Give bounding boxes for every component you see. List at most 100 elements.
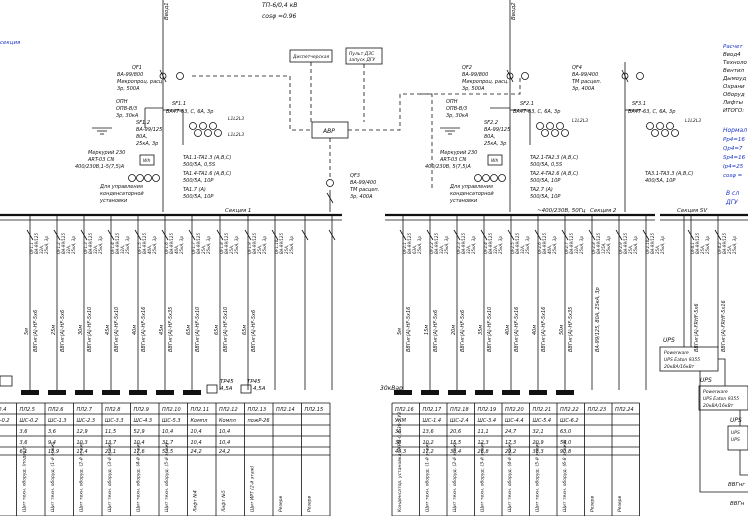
cable-length: 25м	[51, 325, 57, 335]
table-code: ПЛ2.15	[305, 407, 324, 413]
table-value: 20,6	[450, 429, 461, 435]
table-code: ПЛ2.11	[191, 407, 210, 413]
breaker-name: QF1.3	[83, 242, 88, 254]
breaker-type: ВА-99/125	[650, 233, 655, 254]
breaker-rating: 25кА, 3р	[660, 236, 665, 254]
breaker-amps: 32А,	[574, 245, 579, 254]
qf1-name: QF1	[132, 65, 142, 71]
breaker-name: QF2.9	[618, 242, 623, 254]
breaker-type: ВА-99/125	[224, 233, 229, 254]
load-terminal	[448, 390, 466, 395]
qf3-name: QF3	[350, 173, 360, 179]
cable-length: 30м	[78, 325, 84, 335]
calc-line: Лифты	[722, 100, 744, 106]
breaker-amps: 32А,	[39, 245, 44, 254]
table-value: 11,5	[105, 429, 116, 435]
load-terminal	[102, 390, 120, 395]
table-code: ПЛ2.18	[450, 407, 469, 413]
table-desc: Лифт №4	[193, 490, 199, 513]
meter2-name: Меркурий 230	[440, 150, 477, 156]
ups-line2-3: UPS	[731, 437, 740, 443]
load-terminal	[21, 390, 39, 395]
breaker-amps: 32А,	[493, 245, 498, 254]
table-value: 90,8	[560, 449, 571, 455]
section2-label: Секция 2	[590, 208, 617, 214]
table-code: ПЛ2.8	[105, 407, 120, 413]
breaker-contact	[134, 229, 142, 241]
table-value: 10,4	[219, 429, 230, 435]
load-terminal	[129, 390, 147, 395]
tp45-box-1	[206, 384, 218, 394]
cable-length: 45м	[159, 325, 165, 335]
table-desc: Щит техн. оборуд. (4-й этаж)	[136, 442, 142, 512]
load-terminal	[75, 390, 93, 395]
table-value: 63,0	[560, 429, 571, 435]
breaker-amps: 32А,	[439, 245, 444, 254]
ups-line1-2: Powerware	[703, 389, 728, 395]
table-value: 10,4	[162, 429, 173, 435]
table-desc: Щит техн. оборуд. (2-й этаж)	[79, 442, 85, 512]
qf3-type: ВА-99/400	[350, 180, 376, 186]
breaker-amps: 25А,	[700, 245, 705, 254]
breaker-amps: 32А,	[93, 245, 98, 254]
cable-type: ВВГнг(А)-HF-5х10	[114, 307, 120, 352]
ta2b-rating: 500/5А, 10P	[530, 178, 560, 184]
table-value: 6,1	[20, 449, 28, 455]
table-value: 36,4	[450, 449, 461, 455]
breaker-name: QF1.10	[274, 239, 279, 254]
load-terminal	[556, 390, 574, 395]
cable-type: ВВГнг(А)-HF-5х10	[195, 307, 201, 352]
cond2-line2: конденсаторной	[450, 191, 494, 197]
breaker-rating: 25кА, 3р	[498, 236, 503, 254]
load-terminal	[529, 390, 547, 395]
tp45-name-1: ТР45	[220, 379, 234, 385]
ups-line1-1: Powerware	[664, 350, 689, 356]
table-code: ПЛ2.7	[77, 407, 93, 413]
table-value: 29,2	[505, 449, 516, 455]
left-section-label: секция	[0, 40, 21, 46]
breaker-contact	[53, 229, 61, 241]
breaker-type: ВА-99/125	[515, 233, 520, 254]
breaker-name: QF2.7	[564, 242, 569, 254]
ups-title-3: UPS	[730, 417, 742, 424]
sf12-type: ВА-99/125	[136, 127, 162, 133]
breaker-contact	[161, 229, 169, 241]
breaker-type: ВА-99/125	[623, 233, 628, 254]
qf1-rating: 3р, 500А	[117, 86, 140, 92]
breaker-amps: 25А,	[257, 245, 262, 254]
breaker-contact	[188, 229, 196, 241]
table-value: 3,6	[48, 429, 56, 435]
cable-type: ВВГнг(А)-HF-5х16	[141, 307, 147, 352]
cable-type: ВВГнг(А)-FRHF-5х16	[721, 300, 727, 352]
table-value: 10,4	[134, 440, 145, 446]
breaker-name: QF2.3	[456, 242, 461, 254]
cable-type: ВВГнг(А)-HF-5х16	[406, 307, 412, 352]
ta3-rating: 400/5А, 10P	[645, 178, 675, 184]
qf1-release: Микропроц. расц.	[117, 79, 164, 85]
sf11-name: SF1.1	[172, 101, 186, 107]
breaker-type: ВА-99/125	[88, 233, 93, 254]
table-desc: Щит техн. оборуд. (3-й этаж)	[480, 442, 486, 512]
breaker-rating: 25кА, 3р	[471, 236, 476, 254]
norm-line: Рр4=16	[723, 137, 745, 143]
breaker-contact	[328, 229, 336, 241]
table-name: ШС-0.2	[20, 418, 39, 424]
breaker-type: ВА-99/125	[34, 233, 39, 254]
ups-line1-3: UPS	[731, 430, 740, 436]
calc-line: Вентил	[723, 68, 745, 74]
table-value: 54,0	[560, 440, 571, 446]
sf22-rating: 25кА, 3р	[484, 141, 506, 147]
phase-label-4: L1L2L3	[685, 118, 701, 124]
sf12-rating: 25кА, 3р	[136, 141, 158, 147]
breaker-name: QF1.5	[137, 242, 142, 254]
breaker-amps: 32А,	[66, 245, 71, 254]
breaker-rating: 25кА, 3р	[125, 236, 130, 254]
breaker-contact	[687, 229, 695, 241]
qf2-group: QF2 ВА-99/800 Микропроц. расц. 3р, 500А	[462, 65, 529, 92]
dispatcher-box-label: Диспетчерская	[292, 54, 329, 60]
cable-length: 15м	[424, 325, 430, 335]
cable-type: ВВГнг(А)-HF-5х10	[223, 307, 229, 352]
phase-label-3: L1L2L3	[572, 118, 588, 124]
table-value: 23,1	[105, 449, 116, 455]
